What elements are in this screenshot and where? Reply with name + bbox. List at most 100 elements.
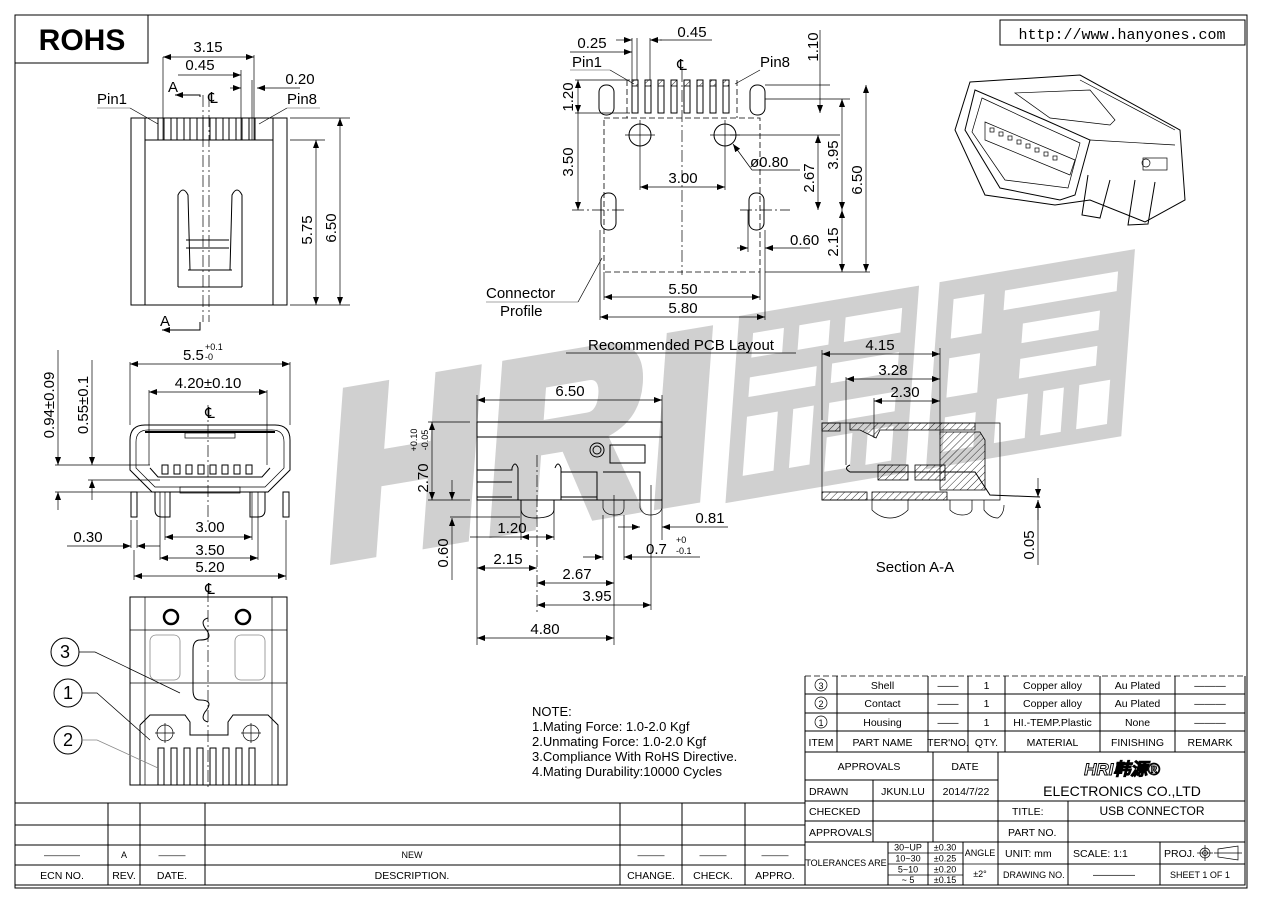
- side-dim-0-81: 0.81: [695, 510, 724, 527]
- pcb-dim-3-00: 3.00: [668, 170, 697, 187]
- pcb-dim-3-95: 3.95: [825, 140, 842, 169]
- part-no-label: PART NO.: [1008, 827, 1056, 839]
- bom-cell-ter: ——: [938, 717, 960, 729]
- tolerance-range: ~ 5: [902, 875, 915, 885]
- balloon-item-2: 2: [53, 725, 159, 769]
- side-dim-3-95: 3.95: [582, 588, 611, 605]
- side-dim-1-20: 1.20: [497, 520, 526, 537]
- bom-cell-part: Contact: [864, 698, 900, 710]
- bom-header-material: MATERIAL: [1027, 737, 1079, 749]
- notes-title: NOTE:: [532, 704, 572, 719]
- front-dim-5-5-tol-minus: -0: [205, 352, 213, 362]
- side-dim-4-80: 4.80: [530, 621, 559, 638]
- tolerance-value: ±0.30: [934, 843, 956, 853]
- rohs-label: ROHS: [39, 24, 126, 57]
- checked-label: CHECKED: [809, 806, 861, 818]
- bom-cell-material: Copper alloy: [1023, 680, 1083, 692]
- top-view-pin: [183, 117, 191, 141]
- pcb-pin8-label: Pin8: [760, 54, 790, 71]
- website-url[interactable]: http://www.hanyones.com: [1018, 27, 1225, 44]
- pcb-pad-hatch: [644, 79, 652, 87]
- tolerance-range: 30~UP: [894, 843, 922, 853]
- drawing-no-label: DRAWING NO.: [1003, 870, 1065, 880]
- front-dim-4-20: 4.20±0.10: [175, 375, 242, 392]
- pcb-dim-1-20: 1.20: [560, 82, 577, 111]
- top-view-pin: [157, 117, 165, 141]
- notes: NOTE: 1.Mating Force: 1.0-2.0 Kgf 2.Unma…: [532, 704, 737, 779]
- bottom-view-pin: [248, 747, 256, 786]
- pcb-layout-caption: Recommended PCB Layout: [588, 337, 775, 354]
- svg-text:3: 3: [60, 642, 70, 662]
- section-a-a-view: 4.15 3.28 2.30 0.05 Section A-A: [821, 337, 1041, 576]
- pcb-dim-0-60: 0.60: [790, 232, 819, 249]
- tolerance-value: ±0.15: [934, 875, 956, 885]
- bom-header-qty: QTY.: [975, 737, 998, 749]
- bottom-view-pin: [183, 747, 191, 786]
- pcb-dim-5-50: 5.50: [668, 281, 697, 298]
- angle-label: ANGLE: [965, 848, 996, 858]
- pcb-dim-2-67: 2.67: [801, 163, 818, 192]
- section-dim-2-30: 2.30: [890, 384, 919, 401]
- sheet-border: [14, 14, 1248, 889]
- bom-cell-material: HI.-TEMP.Plastic: [1013, 717, 1092, 729]
- bom-cell-qty: 1: [984, 680, 990, 692]
- pcb-pad-hatch: [670, 79, 678, 87]
- iso-pin: [1025, 143, 1031, 149]
- section-mark-bottom: A: [160, 313, 170, 330]
- dim-6-50: 6.50: [323, 213, 340, 242]
- pcb-dim-3-50: 3.50: [560, 147, 577, 176]
- bottom-view-pin: [222, 747, 230, 786]
- rev-header-check: CHECK.: [693, 870, 733, 882]
- bottom-view-pin: [235, 747, 243, 786]
- rev-header-change: CHANGE.: [627, 870, 675, 882]
- section-mark-top: A: [168, 79, 178, 96]
- drawing-title: USB CONNECTOR: [1099, 804, 1204, 818]
- note-item: 4.Mating Durability:10000 Cycles: [532, 764, 723, 779]
- rev-ecn: ————: [44, 850, 80, 860]
- side-dim-0-7-tol-minus: -0.1: [676, 546, 692, 556]
- bottom-view-pin: [170, 747, 178, 786]
- pcb-pin1-label: Pin1: [572, 54, 602, 71]
- rev-check: ———: [700, 850, 727, 860]
- rev-header-appro: APPRO.: [755, 870, 795, 882]
- bom-header-remark: REMARK: [1188, 737, 1233, 749]
- front-dim-5-5: 5.5: [183, 347, 204, 364]
- balloon-item-1: 1: [53, 678, 151, 741]
- bottom-view: ℄ 3 1 2: [50, 581, 288, 790]
- front-view: ℄ 5.5 +0.1 -0 4.20±0.10 0.94±0.09 0.55±0…: [41, 342, 291, 580]
- side-dim-6-50: 6.50: [555, 383, 584, 400]
- side-dim-2-70-tol-plus: +0.10: [409, 429, 419, 452]
- tolerance-value: ±0.25: [934, 854, 956, 864]
- revision-table: ———— A ——— NEW ——— ——— ——— ECN NO. REV. …: [14, 802, 806, 886]
- scale-label: SCALE: 1:1: [1073, 848, 1128, 860]
- iso-pin: [1043, 151, 1049, 157]
- bottom-view-pin: [157, 747, 165, 786]
- section-dim-3-28: 3.28: [878, 362, 907, 379]
- top-view: 3.15 0.45 0.20 Pin1 Pin8 A ℄ A 5.75 6.50: [97, 39, 350, 333]
- item-balloon-icon: [814, 715, 828, 729]
- front-centerline: ℄: [204, 405, 215, 422]
- rev-header-date: DATE.: [157, 870, 187, 882]
- bom-cell-remark: ———: [1194, 680, 1226, 692]
- bom-cell-ter: ——: [938, 698, 960, 710]
- iso-pin: [1007, 135, 1013, 141]
- note-item: 1.Mating Force: 1.0-2.0 Kgf: [532, 719, 690, 734]
- top-view-pin: [222, 117, 230, 141]
- company-name: ELECTRONICS CO.,LTD: [1043, 783, 1201, 799]
- rev-letter: A: [121, 850, 127, 860]
- front-view-pin: [185, 464, 193, 475]
- bom-cell-qty: 1: [984, 698, 990, 710]
- drawing-no-value: ————: [1093, 869, 1136, 881]
- side-dim-2-70: 2.70: [415, 463, 432, 492]
- bottom-view-pin: [196, 747, 204, 786]
- front-view-pin: [233, 464, 241, 475]
- dim-0-45: 0.45: [185, 57, 214, 74]
- drawn-by: JKUN.LU: [881, 786, 925, 798]
- drawn-date: 2014/7/22: [943, 786, 990, 798]
- side-dim-2-15: 2.15: [493, 551, 522, 568]
- pcb-layout-view: 0.25 0.45 Pin1 Pin8 ℄ 1.10 1.20 3.50 3.0…: [486, 24, 870, 354]
- side-dim-2-67: 2.67: [562, 566, 591, 583]
- top-view-pin: [170, 117, 178, 141]
